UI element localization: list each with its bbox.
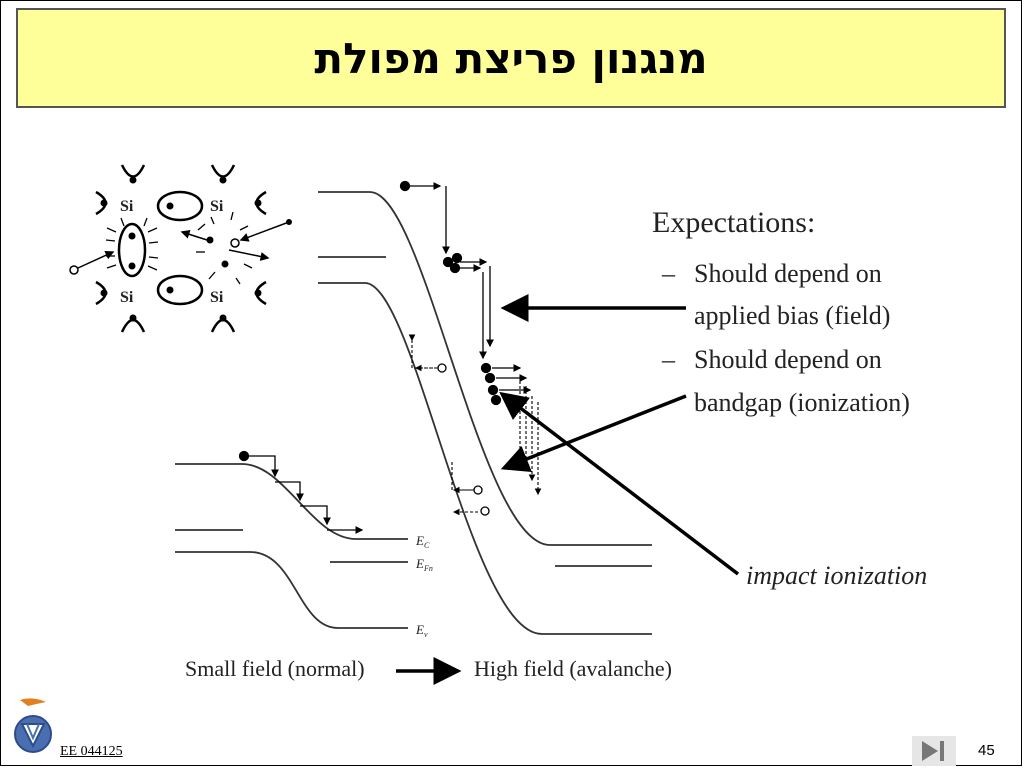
pointer-arrows [499,294,740,576]
title-box: מנגנון פריצת מפולת [16,8,1006,108]
si-atom-label: Si [210,289,224,306]
expectations-heading: Expectations: [652,206,815,239]
small-field-caption: Small field (normal) [185,656,365,681]
page-number: 45 [978,742,995,759]
ec-label: EC [415,533,430,550]
next-slide-icon[interactable] [912,736,956,766]
expectation-2-line-2: bandgap (ionization) [694,388,910,417]
slide-title: מנגנון פריצת מפולת [314,33,708,83]
hole-circle [230,238,240,248]
efn-label: EFn [415,556,433,573]
bound-electrons [100,176,292,322]
dash-bullet: – [661,345,676,374]
lattice-dashes [105,211,253,285]
technion-logo-icon [14,698,52,753]
hole-circle [69,265,79,275]
expectation-2-line-1: Should depend on [694,345,882,374]
small-field-scattering [238,450,364,534]
ev-label: Ev [415,622,428,639]
expectation-1-line-1: Should depend on [694,259,882,288]
si-atom-label: Si [120,289,134,306]
small-field-bands [175,463,408,629]
si-atom-label: Si [210,198,224,215]
high-field-bands [318,191,652,635]
generated-holes [437,363,490,516]
si-atom-label: Si [120,198,134,215]
dash-bullet: – [661,259,676,288]
high-field-caption: High field (avalanche) [474,656,672,681]
high-field-carriers [399,180,532,406]
course-code: EE 044125 [60,744,123,759]
expectation-1-line-2: applied bias (field) [694,301,890,330]
bond-orbitals [95,164,267,333]
impact-ionization-label: impact ionization [746,561,927,590]
silicon-lattice: Si Si Si Si [69,164,292,333]
carrier-paths [77,221,290,269]
